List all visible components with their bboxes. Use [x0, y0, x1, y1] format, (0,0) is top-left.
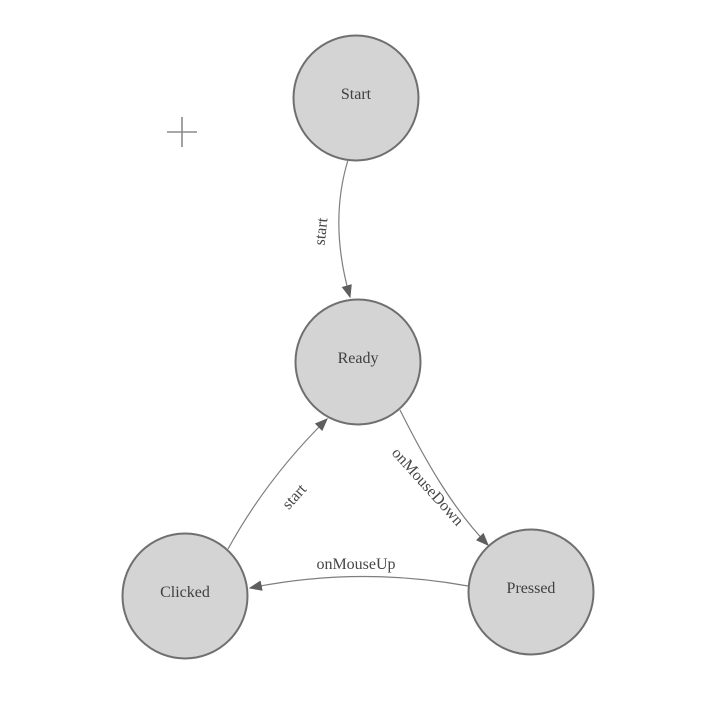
edge-label-clicked-ready: start	[279, 481, 310, 513]
edge-pressed-clicked[interactable]	[248, 575, 469, 591]
node-clicked-circle	[121, 532, 249, 660]
edge-label-start-ready: start	[312, 216, 332, 246]
plus-cursor-icon	[167, 117, 197, 147]
node-pressed-label: Pressed	[507, 580, 556, 597]
edge-label-pressed-clicked: onMouseUp	[316, 556, 395, 573]
node-clicked[interactable]: Clicked	[121, 532, 249, 660]
node-ready[interactable]: Ready	[294, 298, 422, 426]
edge-start-ready[interactable]	[338, 159, 352, 299]
edge-label-ready-pressed: onMouseDown	[388, 445, 467, 530]
node-start[interactable]: Start	[292, 34, 420, 162]
node-start-circle	[292, 34, 420, 162]
node-clicked-label: Clicked	[160, 584, 210, 601]
edge-ready-pressed[interactable]	[399, 409, 489, 546]
edge-clicked-ready[interactable]	[227, 418, 328, 550]
node-pressed[interactable]: Pressed	[467, 528, 595, 656]
node-ready-label: Ready	[338, 350, 379, 367]
node-start-label: Start	[341, 86, 372, 103]
node-pressed-circle	[467, 528, 595, 656]
node-ready-circle	[294, 298, 422, 426]
